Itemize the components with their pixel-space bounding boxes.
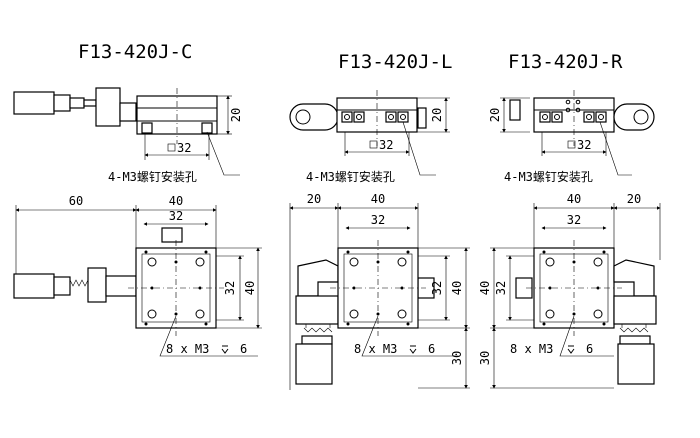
top-hole-y-c: 32 [223,281,237,295]
top-hole-x-l: 32 [371,213,385,227]
micrometer-knob-c-top [13,273,55,299]
side-height-r: 20 [488,108,502,122]
top-width-c: 40 [169,194,183,208]
side-view-r: 20 32 4-M3螺钉安装孔 [488,90,655,184]
top-hole-y-l: 32 [430,281,444,295]
tap-depth-c: 6 [240,342,247,356]
top-hole-y-r: 32 [494,281,508,295]
view-l: F13-420J-L 20 32 4-M3螺钉安装孔 [289,51,470,390]
side-width-r: 32 [577,138,591,152]
screw-note-c: 4-M3螺钉安装孔 [108,169,197,184]
view-c: F13-420J-C 20 32 [13,41,262,357]
micrometer-knob-l [295,343,333,385]
top-overall-c: 60 [69,194,83,208]
mount-holes-c [144,250,208,326]
micrometer-length-l: 30 [450,351,464,365]
side-width-l: 32 [379,138,393,152]
micrometer-knob-c [13,91,55,115]
micrometer-knob-r [617,343,655,385]
side-height-c: 20 [229,108,243,122]
tap-note-c: 8 x M3 [166,342,209,356]
top-offset-l: 20 [307,192,321,206]
title-l: F13-420J-L [338,51,452,73]
mount-holes-r [542,250,606,326]
top-height-c: 40 [243,281,257,295]
side-view-c: 20 32 4-M3螺钉安装孔 [13,87,243,184]
top-hole-x-r: 32 [567,213,581,227]
depth-symbol-l [409,345,417,354]
side-view-l: 20 32 4-M3螺钉安装孔 [289,90,450,184]
depth-symbol-r [567,345,575,354]
mount-holes-l [346,250,410,326]
top-view-r: 40 20 32 40 32 30 [478,192,661,389]
top-hole-x-c: 32 [169,209,183,223]
top-height-l: 40 [450,281,464,295]
top-offset-r: 20 [627,192,641,206]
tap-note-l: 8 x M3 [354,342,397,356]
screw-note-r: 4-M3螺钉安装孔 [504,169,593,184]
top-height-r: 40 [478,281,492,295]
depth-symbol-c [221,345,229,354]
top-width-l: 40 [371,192,385,206]
view-r: F13-420J-R 20 32 4-M3螺 [478,51,661,389]
top-view-c: 60 40 32 [13,194,262,357]
top-view-l: 20 40 32 [289,192,470,390]
micrometer-length-r: 30 [478,351,492,365]
tap-note-r: 8 x M3 [510,342,553,356]
tap-depth-l: 6 [428,342,435,356]
side-width-c: 32 [177,141,191,155]
tap-depth-r: 6 [586,342,593,356]
side-height-l: 20 [430,108,444,122]
title-c: F13-420J-C [78,41,192,63]
top-width-r: 40 [567,192,581,206]
title-r: F13-420J-R [508,51,623,73]
screw-note-l: 4-M3螺钉安装孔 [306,169,395,184]
